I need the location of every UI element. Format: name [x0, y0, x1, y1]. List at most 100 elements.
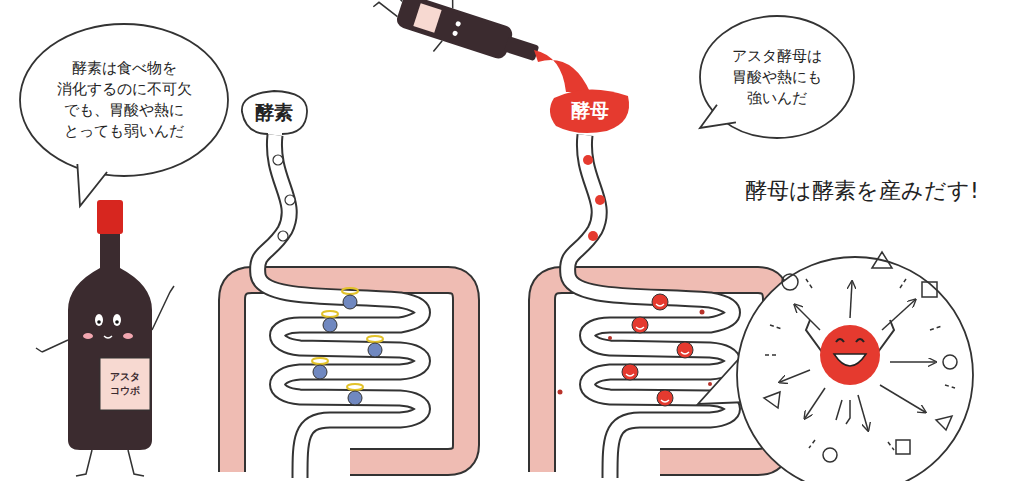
bubble-tail — [700, 105, 736, 128]
enzyme-bubble: 酵素 — [238, 88, 310, 136]
dead-enzyme — [312, 288, 383, 405]
bottle-character-part — [104, 336, 112, 338]
bottle-character-part — [95, 314, 103, 326]
enzyme-smiley-part — [285, 195, 295, 205]
bottle-character-part — [113, 314, 121, 326]
zoom-callout-part — [737, 257, 973, 481]
node-text: アスタ コウボ — [103, 370, 147, 398]
yeast-producing-enzymes-part — [780, 370, 810, 382]
yeast-producing-enzymes-part — [836, 339, 864, 342]
yeast-producing-enzymes-part — [795, 305, 820, 330]
small-intestine — [568, 135, 733, 478]
enzyme-smiley-part — [278, 231, 288, 241]
dead-enzyme-part — [313, 365, 327, 379]
yeast-producing-enzymes-part — [880, 385, 925, 412]
yeast-smiley-part — [652, 294, 668, 310]
bubble-outline — [20, 24, 228, 176]
yeast-blob-shape — [550, 89, 629, 133]
pouring-bottle — [366, 0, 547, 82]
yeast-producing-enzymes-part — [936, 416, 952, 430]
bottle-character-part — [68, 232, 152, 450]
yeast-producing-enzymes-part — [890, 361, 935, 363]
text-box: アスタ コウボ — [100, 358, 150, 410]
bottle-character-part — [97, 200, 123, 234]
yeast-producing-enzymes-part — [872, 252, 892, 268]
dead-enzyme-part — [323, 318, 337, 332]
node-outline — [100, 358, 150, 410]
zoom-callout — [698, 257, 973, 481]
yeast-producing-enzymes — [764, 252, 957, 462]
yeast-producing-enzymes-part — [782, 274, 798, 290]
node-outline — [18, 22, 230, 178]
pouring-bottle-part — [504, 36, 539, 61]
bubble-outline — [242, 91, 307, 134]
yeast-producing-enzymes-part — [764, 392, 780, 408]
bottle-character-part — [97, 320, 101, 324]
dead-enzyme-part — [322, 311, 338, 317]
pouring-yeast — [534, 50, 590, 92]
node-text: 酵素は食べ物を 消化するのに不可欠 でも、胃酸や熱に とっても弱いんだ — [44, 58, 204, 142]
small-intestine-outline — [568, 135, 733, 478]
dead-enzyme-part — [347, 384, 363, 390]
small-intestine — [258, 135, 423, 478]
speech-bubble: アスタ酵母は 胃酸や熱にも 強いんだ — [698, 14, 856, 140]
yeast-producing-enzymes-part — [922, 282, 937, 297]
yeast-smiley-part — [626, 304, 689, 402]
text-box: アスタ酵母は 胃酸や熱にも 強いんだ — [698, 14, 856, 140]
pouring-bottle-part — [455, 21, 461, 27]
dead-enzyme-part — [342, 288, 358, 294]
yeast-smiley-part — [595, 195, 605, 205]
yeast-producing-enzymes-part — [765, 279, 955, 450]
yeast-producing-enzymes-part — [882, 300, 915, 330]
yeast-smiley-part — [632, 317, 648, 333]
bottle-character-part — [115, 320, 119, 324]
pouring-bottle-part — [433, 0, 457, 53]
yeast-smiley-part — [588, 231, 598, 241]
bubble-tail — [77, 164, 107, 206]
yeast-blob: 酵母 — [548, 86, 632, 134]
yeast-smiley-part — [608, 336, 612, 340]
dead-enzyme-part — [367, 336, 383, 342]
label-panel — [100, 358, 150, 410]
zoom-callout-part — [744, 356, 747, 398]
yeast-smiley-part — [583, 155, 593, 165]
yeast-producing-enzymes-part — [834, 354, 866, 366]
yeast-producing-enzymes-part — [805, 388, 825, 418]
yeast-producing-enzymes-part — [823, 448, 837, 462]
bubble-outline — [700, 16, 854, 138]
bottle-character-part — [76, 450, 144, 476]
bottle-label: アスタ コウボ — [100, 358, 150, 410]
yeast-producing-enzymes-part — [858, 395, 868, 430]
yeast-producing-enzymes-part — [820, 325, 880, 385]
enzyme-smiley-part — [273, 155, 283, 165]
text-box: 酵素 — [238, 88, 310, 136]
pouring-bottle-part — [452, 30, 458, 36]
digestive-tract-right — [542, 135, 776, 478]
yeast-smiley — [558, 155, 713, 406]
yeast-smiley-part — [622, 364, 638, 380]
bottle-character-part — [123, 333, 133, 339]
node-text: アスタ酵母は 胃酸や熱にも 強いんだ — [717, 46, 837, 109]
yeast-smiley-part — [657, 390, 673, 406]
text-box: 酵素は食べ物を 消化するのに不可欠 でも、胃酸や熱に とっても弱いんだ — [18, 22, 230, 178]
small-intestine-outline — [258, 135, 423, 478]
yeast-producing-enzymes-part — [896, 440, 910, 454]
headline-note: 酵母は酵素を産みだす! — [745, 176, 979, 206]
yeast-smiley-part — [700, 310, 705, 315]
yeast-smiley-part — [558, 390, 563, 395]
pouring-bottle-part — [413, 3, 441, 33]
node-text: 酵母 — [571, 97, 609, 124]
pouring-bottle-part — [395, 0, 515, 61]
node-text: 酵素 — [255, 99, 293, 126]
yeast-producing-enzymes-part — [836, 400, 850, 424]
digestive-tract-left — [232, 135, 466, 478]
dead-enzyme-part — [312, 358, 328, 364]
enzyme-smiley — [273, 155, 295, 241]
yeast-producing-enzymes-part — [850, 282, 852, 318]
yeast-producing-enzymes-part — [943, 355, 957, 369]
yeast-smiley-part — [677, 342, 693, 358]
yeast-smiley-part — [708, 382, 712, 386]
dead-enzyme-part — [368, 343, 382, 357]
text-box: 酵母 — [548, 86, 632, 134]
